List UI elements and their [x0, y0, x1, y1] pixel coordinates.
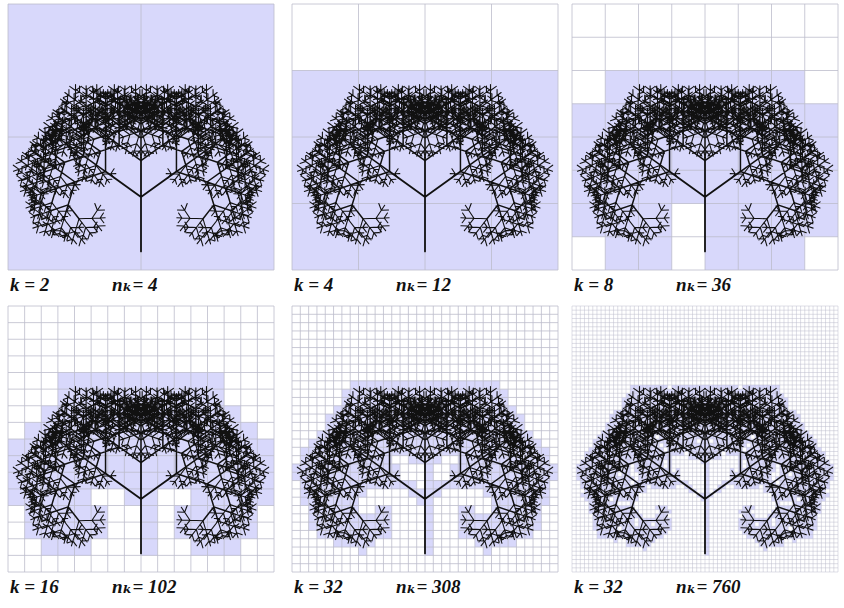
fractal-tree — [390, 463, 461, 554]
fractal-tree — [670, 161, 741, 252]
count-label: nₖ= 102 — [112, 576, 177, 598]
grid-lines — [572, 4, 838, 270]
fractal-tree — [106, 463, 177, 554]
box-panel — [572, 4, 838, 270]
grid-lines — [572, 306, 838, 572]
count-label: nₖ= 760 — [676, 576, 741, 598]
scale-label: k = 4 — [294, 274, 333, 296]
box-panel — [292, 4, 558, 270]
fractal-tree — [577, 387, 832, 548]
scale-label: k = 32 — [574, 576, 623, 598]
scale-label: k = 32 — [294, 576, 343, 598]
scale-label: k = 2 — [10, 274, 49, 296]
box-panel — [572, 306, 838, 572]
fractal-tree — [577, 85, 832, 246]
scale-label: k = 16 — [10, 576, 59, 598]
count-label: nₖ= 36 — [676, 274, 731, 296]
grid-lines — [292, 4, 558, 270]
covering-boxes — [292, 381, 558, 556]
count-label: nₖ= 12 — [396, 274, 451, 296]
box-panel — [8, 306, 274, 572]
covering-boxes — [8, 4, 274, 270]
grid-lines — [8, 4, 274, 270]
fractal-tree — [297, 85, 552, 246]
covering-boxes — [576, 385, 834, 555]
fractal-tree — [670, 463, 741, 554]
fractal-tree — [13, 387, 268, 548]
fractal-tree — [13, 85, 268, 246]
count-label: nₖ= 308 — [396, 576, 461, 598]
covering-boxes — [8, 373, 274, 556]
fractal-tree — [106, 161, 177, 252]
fractal-tree — [390, 161, 461, 252]
scale-label: k = 8 — [574, 274, 613, 296]
box-panel — [292, 306, 558, 572]
grid-lines — [8, 306, 274, 572]
box-panel — [8, 4, 274, 270]
grid-lines — [292, 306, 558, 572]
count-label: nₖ= 4 — [112, 274, 158, 296]
fractal-tree — [297, 387, 552, 548]
